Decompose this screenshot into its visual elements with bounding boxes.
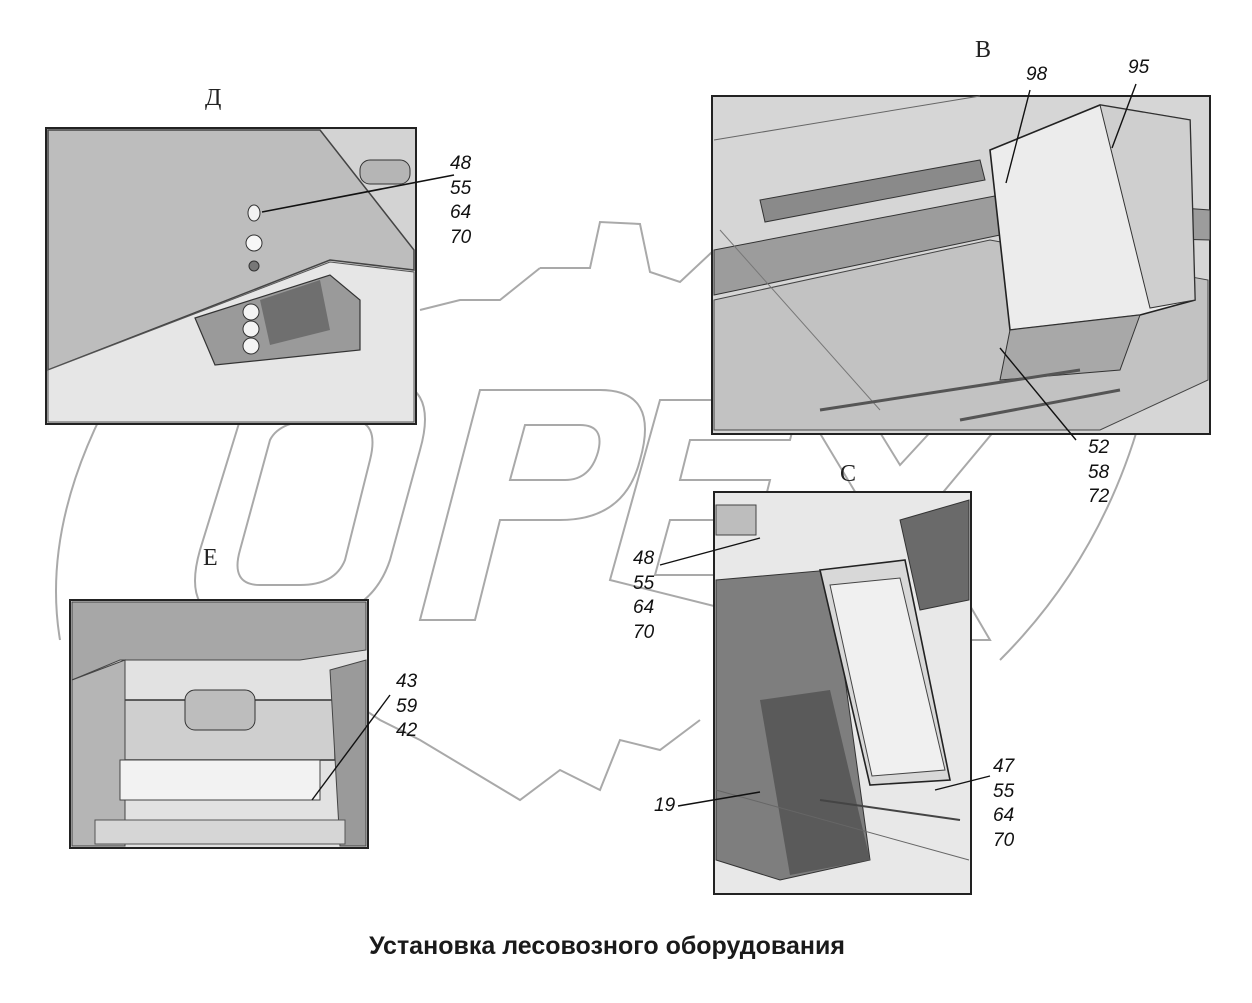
callout-c-fastener-top: 48 55 64 70 [633,547,654,645]
callout-line: 55 [633,572,655,594]
callout-c-19: 19 [654,794,675,819]
view-letter-b: В [975,37,992,63]
view-c-drawing [659,491,991,895]
callout-line: 48 [633,548,655,569]
diagram-caption: Установка лесовозного оборудования [369,932,845,960]
watermark-gear-left [419,267,541,311]
callout-line: 47 [993,756,1015,777]
callout-line: 95 [1128,57,1150,78]
callout-line: 70 [993,829,1015,851]
view-d-drawing [45,127,455,425]
callout-line: 59 [396,695,418,717]
callout-line: 70 [633,621,655,643]
callout-line: 70 [450,226,472,248]
callout-line: 64 [633,597,655,618]
view-letter-c: С [840,461,857,487]
callout-b-fastener: 52 58 72 [1088,436,1109,510]
watermark-letter-p [418,389,646,621]
callout-line: 58 [1088,461,1110,483]
callout-line: 64 [993,805,1015,826]
view-e-drawing [69,599,391,849]
view-letter-e: Е [203,545,218,571]
callout-line: 55 [993,780,1015,802]
callout-line: 19 [654,795,676,816]
view-letter-d: Д [205,85,222,111]
callout-line: 52 [1088,437,1110,458]
callout-b-98: 98 [1026,63,1047,88]
callout-line: 42 [396,720,418,741]
callout-d-fastener: 48 55 64 70 [450,152,471,250]
callout-line: 98 [1026,64,1048,85]
callout-c-fastener-bottom: 47 55 64 70 [993,755,1014,853]
callout-line: 72 [1088,486,1110,507]
view-b-drawing [711,83,1211,441]
callout-line: 64 [450,202,472,223]
callout-line: 48 [450,153,472,174]
callout-line: 55 [450,177,472,199]
callout-e-fastener: 43 59 42 [396,670,417,744]
callout-line: 43 [396,671,418,692]
callout-b-95: 95 [1128,56,1149,81]
